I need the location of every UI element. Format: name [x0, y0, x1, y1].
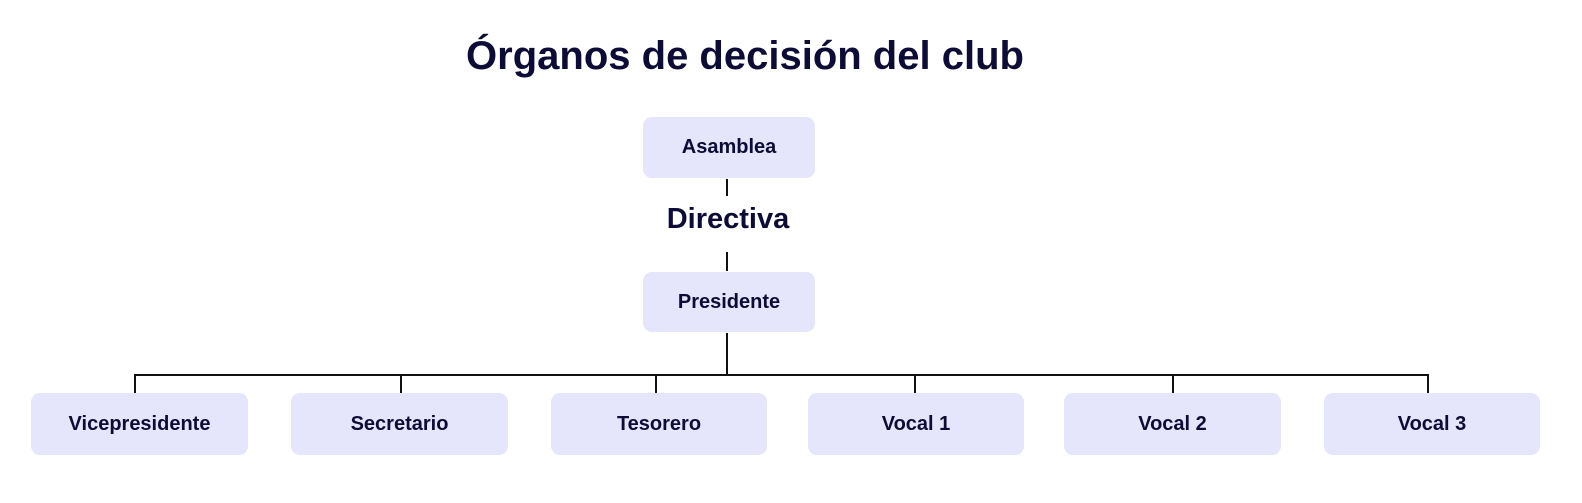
- node-vocal-3: Vocal 3: [1324, 393, 1540, 455]
- node-vocal-1: Vocal 1: [808, 393, 1024, 455]
- node-vicepresidente: Vicepresidente: [31, 393, 248, 455]
- node-secretario: Secretario: [291, 393, 508, 455]
- node-presidente: Presidente: [643, 272, 815, 332]
- group-label-directiva: Directiva: [666, 203, 790, 235]
- node-asamblea: Asamblea: [643, 117, 815, 178]
- node-vocal-2: Vocal 2: [1064, 393, 1281, 455]
- node-tesorero: Tesorero: [551, 393, 767, 455]
- diagram-title: Órganos de decisión del club: [466, 34, 1024, 78]
